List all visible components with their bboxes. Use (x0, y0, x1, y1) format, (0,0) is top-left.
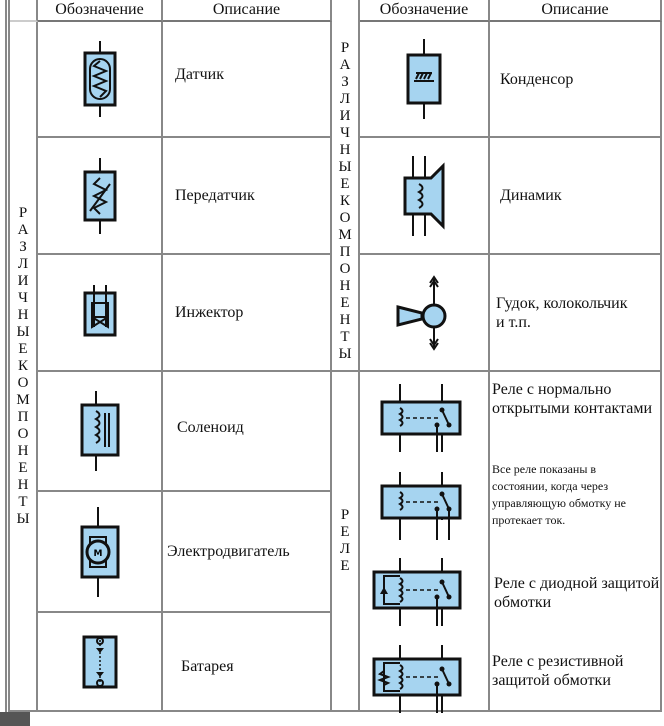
section-letter: Е (340, 176, 350, 192)
description-injector: Инжектор (163, 255, 332, 372)
relay-no-icon (380, 382, 464, 454)
motor-icon: M (80, 506, 119, 597)
relay-description-cell (490, 372, 662, 712)
svg-text:M: M (93, 549, 102, 559)
relay-icon (380, 470, 464, 542)
description-speaker: Динамик (490, 138, 662, 255)
section-letter: Ы (338, 159, 352, 175)
header-blank-left (10, 0, 38, 22)
header-description-left: Описание (163, 0, 332, 22)
section-letter: П (339, 244, 351, 260)
section-letter: Л (17, 255, 29, 272)
table-border (5, 0, 10, 712)
symbol-capacitor (360, 22, 490, 138)
section-letter: Т (340, 329, 350, 345)
section-letter: О (17, 425, 29, 442)
section-letter: Р (340, 40, 350, 56)
section-letter: О (339, 210, 351, 226)
solenoid-icon (80, 391, 119, 471)
section-letter: Н (339, 278, 351, 294)
section-letter: И (17, 272, 29, 289)
header-description-right: Описание (490, 0, 662, 22)
description-relay-no: Реле с нормально открытыми контактами (492, 381, 653, 417)
horn-icon (396, 274, 447, 351)
description-motor: Электродвигатель (163, 492, 332, 613)
section-letter: Л (339, 91, 351, 107)
symbol-motor: M (38, 492, 163, 613)
section-letter: О (17, 374, 29, 391)
description-horn: Гудок, колокольчик и т.п. (490, 255, 662, 372)
description-relay-resistor: Реле с резистивной защитой обмотки (492, 653, 624, 689)
section-letter: Ы (16, 510, 30, 527)
symbol-battery (38, 613, 163, 712)
description-relay-diode: Реле с диодной защитой обмотки (494, 575, 660, 611)
symbol-injector (38, 255, 163, 372)
corner-block (0, 712, 30, 726)
section-letter: М (16, 391, 30, 408)
section-letter: Е (340, 524, 350, 540)
section-letter: Н (17, 476, 29, 493)
section-letter: Н (339, 312, 351, 328)
section-letter: К (339, 193, 350, 209)
section-letter: Р (340, 507, 350, 523)
section-letter: З (19, 238, 27, 255)
description-capacitor: Конденсор (490, 22, 662, 138)
section-letter: Е (18, 340, 28, 357)
section-letter: Н (339, 142, 351, 158)
transmitter-icon (83, 157, 116, 234)
description-sensor: Датчик (163, 22, 332, 138)
section-letter: П (17, 408, 29, 425)
description-transmitter: Передатчик (163, 138, 332, 255)
symbol-sensor (38, 22, 163, 138)
section-letter: Л (339, 541, 351, 557)
sensor-icon (83, 41, 116, 117)
section-letter: А (17, 221, 29, 238)
section-letter: Р (18, 204, 28, 221)
section-letter: Ч (340, 125, 350, 141)
section-letter: Е (340, 295, 350, 311)
header-symbol-right: Обозначение (360, 0, 490, 22)
section-letter: Н (17, 442, 29, 459)
symbol-speaker (360, 138, 490, 255)
section-letter: Ч (18, 289, 28, 306)
section-letter: Е (18, 459, 28, 476)
capacitor-icon (406, 39, 442, 119)
symbol-solenoid (38, 372, 163, 492)
symbol-horn (360, 255, 490, 372)
section-letter: М (338, 227, 352, 243)
relay-note: Все реле показаны в состоянии, когда чер… (492, 462, 627, 527)
injector-icon (83, 284, 116, 336)
battery-icon (82, 635, 117, 688)
section-letter: А (339, 57, 351, 73)
description-solenoid: Соленоид (163, 372, 332, 492)
section-letter: З (341, 74, 349, 90)
relay-diode-icon (370, 556, 464, 628)
header-blank-mid (332, 0, 360, 22)
section-letter: Ы (338, 346, 352, 362)
relay-resistor-icon (370, 643, 464, 713)
section-letter: Н (17, 306, 29, 323)
relay-symbol-cell (360, 372, 490, 712)
description-battery: Батарея (163, 613, 332, 712)
section-letter: К (17, 357, 28, 374)
header-symbol-left: Обозначение (38, 0, 163, 22)
section-letter: Ы (16, 323, 30, 340)
section-letter: О (339, 261, 351, 277)
speaker-icon (403, 155, 445, 236)
section-letter: И (339, 108, 351, 124)
section-letter: Т (18, 493, 28, 510)
section-letter: Е (340, 558, 350, 574)
symbol-transmitter (38, 138, 163, 255)
